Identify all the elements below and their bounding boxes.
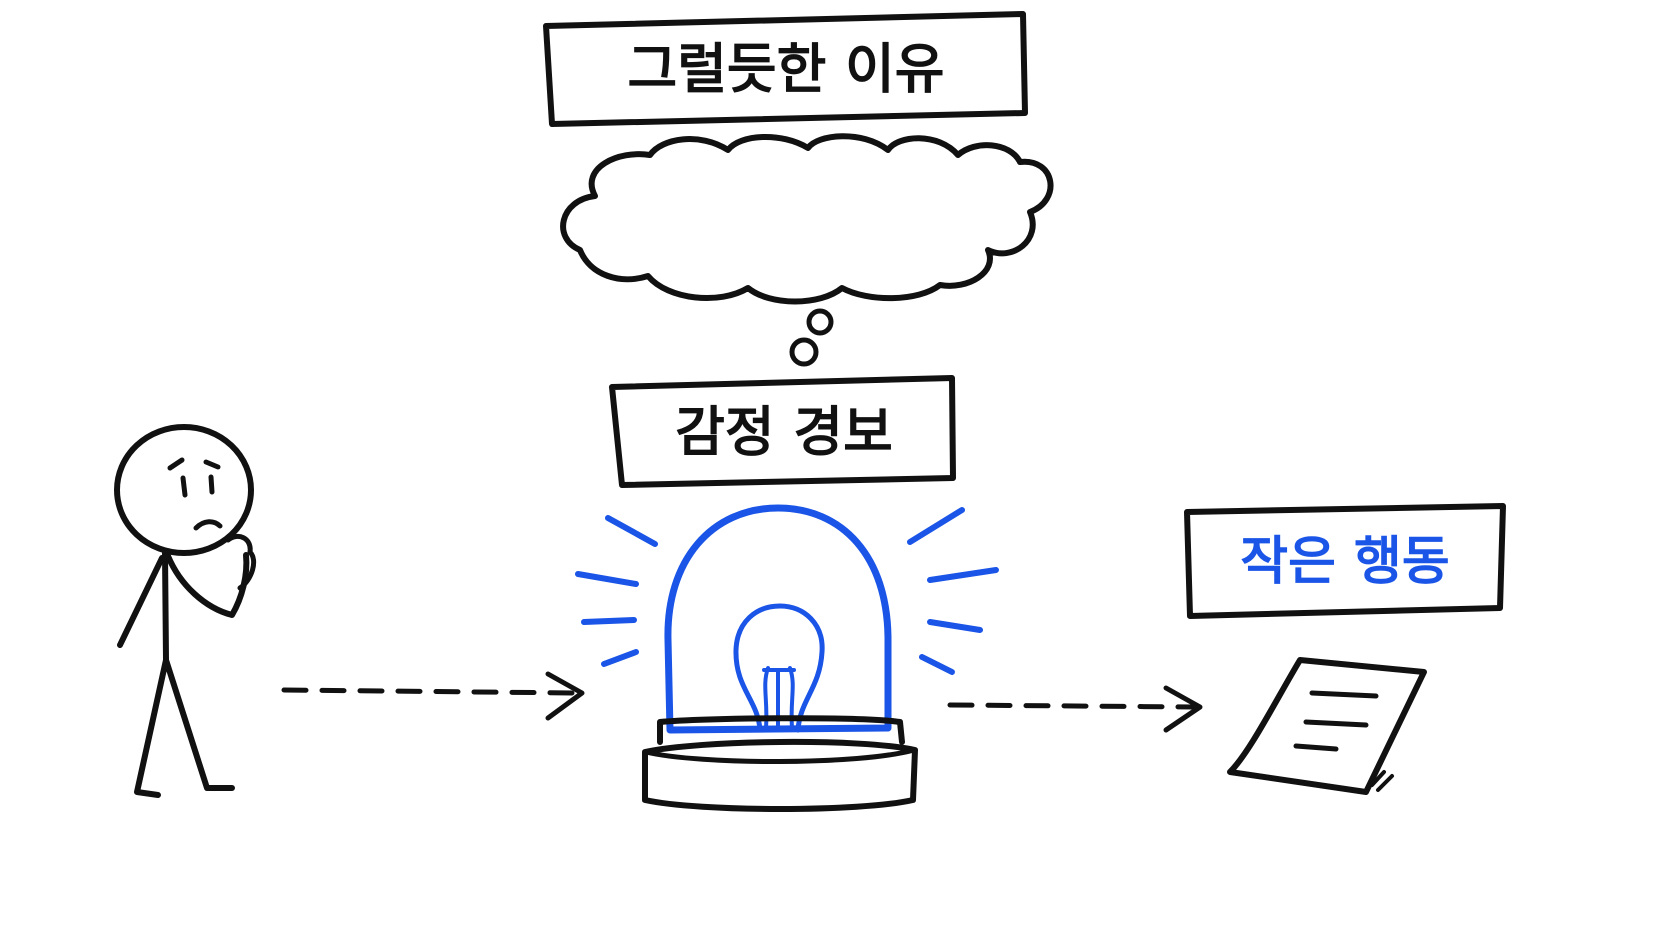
- dashed-arrow-icon: [281, 671, 585, 721]
- alarm-light-icon: [575, 504, 999, 812]
- alarm-rays: [575, 507, 999, 675]
- emotion-alarm-label: 감정 경보: [609, 375, 956, 488]
- thinking-person-icon: [114, 424, 257, 798]
- light-bulb-icon: [733, 603, 825, 733]
- paper-note-icon: [1227, 657, 1427, 795]
- dashed-arrow-icon: [947, 685, 1203, 733]
- thought-cloud-icon: [560, 133, 1054, 367]
- plausible-reason-text: 그럴듯한 이유: [628, 38, 945, 101]
- small-action-text: 작은 행동: [1240, 532, 1449, 592]
- plausible-reason-label: 그럴듯한 이유: [543, 11, 1028, 127]
- emotion-alarm-text: 감정 경보: [675, 401, 893, 464]
- small-action-label: 작은 행동: [1184, 503, 1506, 619]
